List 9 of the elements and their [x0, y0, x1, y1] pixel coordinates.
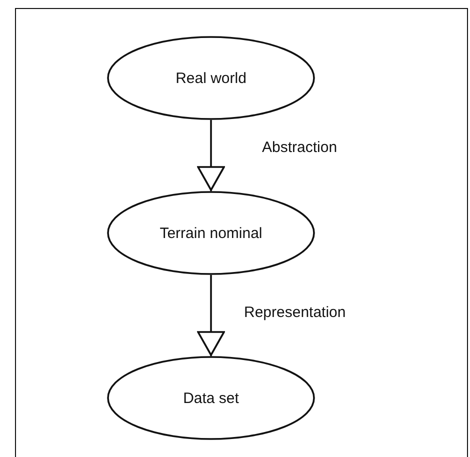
ellipse-node: [107, 36, 315, 120]
node-label: Data set: [183, 390, 239, 406]
ellipse-node: [107, 356, 315, 440]
ellipse-node: [107, 191, 315, 275]
edge-label: Representation: [242, 304, 348, 321]
arrow: [197, 120, 225, 191]
node-label: Real world: [176, 70, 246, 86]
node-label: Terrain nominal: [160, 224, 262, 242]
arrow: [197, 275, 225, 356]
